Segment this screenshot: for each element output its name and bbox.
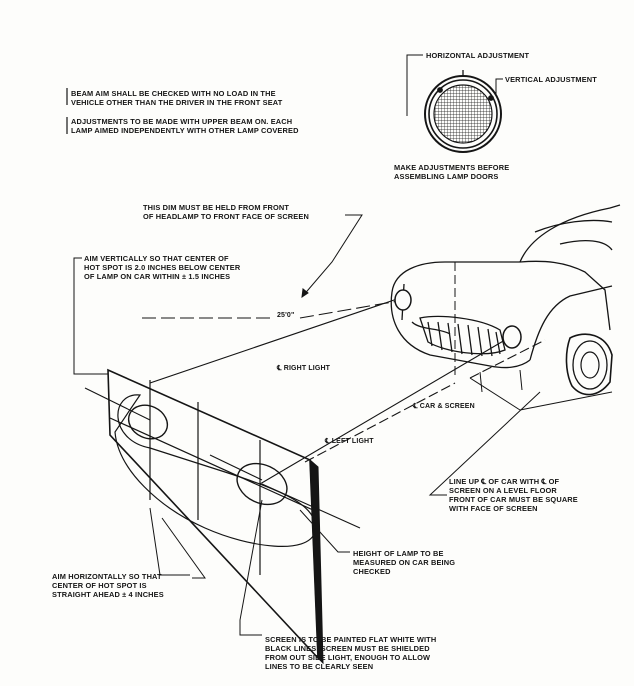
- center-lines: [84, 297, 546, 529]
- note-height: HEIGHT OF LAMP TO BE MEASURED ON CAR BEI…: [353, 549, 455, 576]
- right-headlamp-icon: [394, 289, 412, 311]
- note-aim-vertical: AIM VERTICALLY SO THAT CENTER OF HOT SPO…: [84, 254, 240, 281]
- label-left-light: ℄ LEFT LIGHT: [325, 438, 374, 445]
- note-line: BEAM AIM SHALL BE CHECKED WITH NO LOAD I…: [71, 89, 276, 98]
- note-line: STRAIGHT AHEAD ± 4 INCHES: [52, 590, 164, 599]
- note-line: FROM OUT SIDE LIGHT, ENOUGH TO ALLOW: [265, 653, 431, 662]
- note-aim-horizontal: AIM HORIZONTALLY SO THAT CENTER OF HOT S…: [52, 572, 164, 599]
- bottom-leaders: [149, 391, 541, 636]
- note-screen: SCREEN IS TO BE PAINTED FLAT WHITE WITH …: [265, 635, 436, 671]
- note-beam-aim: BEAM AIM SHALL BE CHECKED WITH NO LOAD I…: [71, 89, 282, 107]
- aim-vertical-leader: [73, 257, 109, 375]
- note-line: ASSEMBLING LAMP DOORS: [394, 172, 499, 181]
- left-headlamp-icon: [502, 325, 522, 349]
- note-line: LINE UP ℄ OF CAR WITH ℄ OF: [449, 477, 560, 486]
- note-line: LINES TO BE CLEARLY SEEN: [265, 662, 374, 671]
- note-before-doors: MAKE ADJUSTMENTS BEFORE ASSEMBLING LAMP …: [394, 163, 509, 181]
- label-horizontal-adjustment: HORIZONTAL ADJUSTMENT: [426, 51, 530, 60]
- note-line: BLACK LINES. SCREEN MUST BE SHIELDED: [265, 644, 430, 653]
- note-line: FRONT OF CAR MUST BE SQUARE: [449, 495, 578, 504]
- note-line: ADJUSTMENTS TO BE MADE WITH UPPER BEAM O…: [71, 117, 293, 126]
- car-illustration: [390, 204, 621, 411]
- note-line: LAMP AIMED INDEPENDENTLY WITH OTHER LAMP…: [71, 126, 299, 135]
- label-vertical-adjustment: VERTICAL ADJUSTMENT: [505, 75, 597, 84]
- note-line: CHECKED: [353, 567, 391, 576]
- note-line: AIM VERTICALLY SO THAT CENTER OF: [84, 254, 229, 263]
- lamp-leaders: [406, 54, 503, 116]
- label-distance: 25'0": [275, 311, 297, 320]
- aiming-screen: [107, 368, 324, 665]
- dimension-leader: [301, 214, 363, 299]
- note-line: SCREEN IS TO BE PAINTED FLAT WHITE WITH: [265, 635, 437, 644]
- note-line: OF LAMP ON CAR WITHIN ± 1.5 INCHES: [84, 272, 231, 281]
- note-upper-beam: ADJUSTMENTS TO BE MADE WITH UPPER BEAM O…: [71, 117, 299, 135]
- note-line: WITH FACE OF SCREEN: [449, 504, 538, 513]
- label-car-screen: ℄ CAR & SCREEN: [413, 403, 475, 410]
- label-right-light: ℄ RIGHT LIGHT: [277, 365, 331, 372]
- note-line: VEHICLE OTHER THAN THE DRIVER IN THE FRO…: [71, 98, 283, 107]
- note-line: THIS DIM MUST BE HELD FROM FRONT: [143, 203, 290, 212]
- note-line: HOT SPOT IS 2.0 INCHES BELOW CENTER: [84, 263, 241, 272]
- note-line: HEIGHT OF LAMP TO BE: [353, 549, 444, 558]
- note-line: SCREEN ON A LEVEL FLOOR: [449, 486, 557, 495]
- note-line: MAKE ADJUSTMENTS BEFORE: [394, 163, 510, 172]
- note-line: OF HEADLAMP TO FRONT FACE OF SCREEN: [143, 212, 309, 221]
- note-line: MEASURED ON CAR BEING: [353, 558, 456, 567]
- note-line: AIM HORIZONTALLY SO THAT: [52, 572, 162, 581]
- note-line-up: LINE UP ℄ OF CAR WITH ℄ OF SCREEN ON A L…: [449, 477, 578, 513]
- note-dimension: THIS DIM MUST BE HELD FROM FRONT OF HEAD…: [143, 203, 309, 221]
- headlamp-lens-icon: [424, 70, 502, 153]
- note-line: CENTER OF HOT SPOT IS: [52, 581, 147, 590]
